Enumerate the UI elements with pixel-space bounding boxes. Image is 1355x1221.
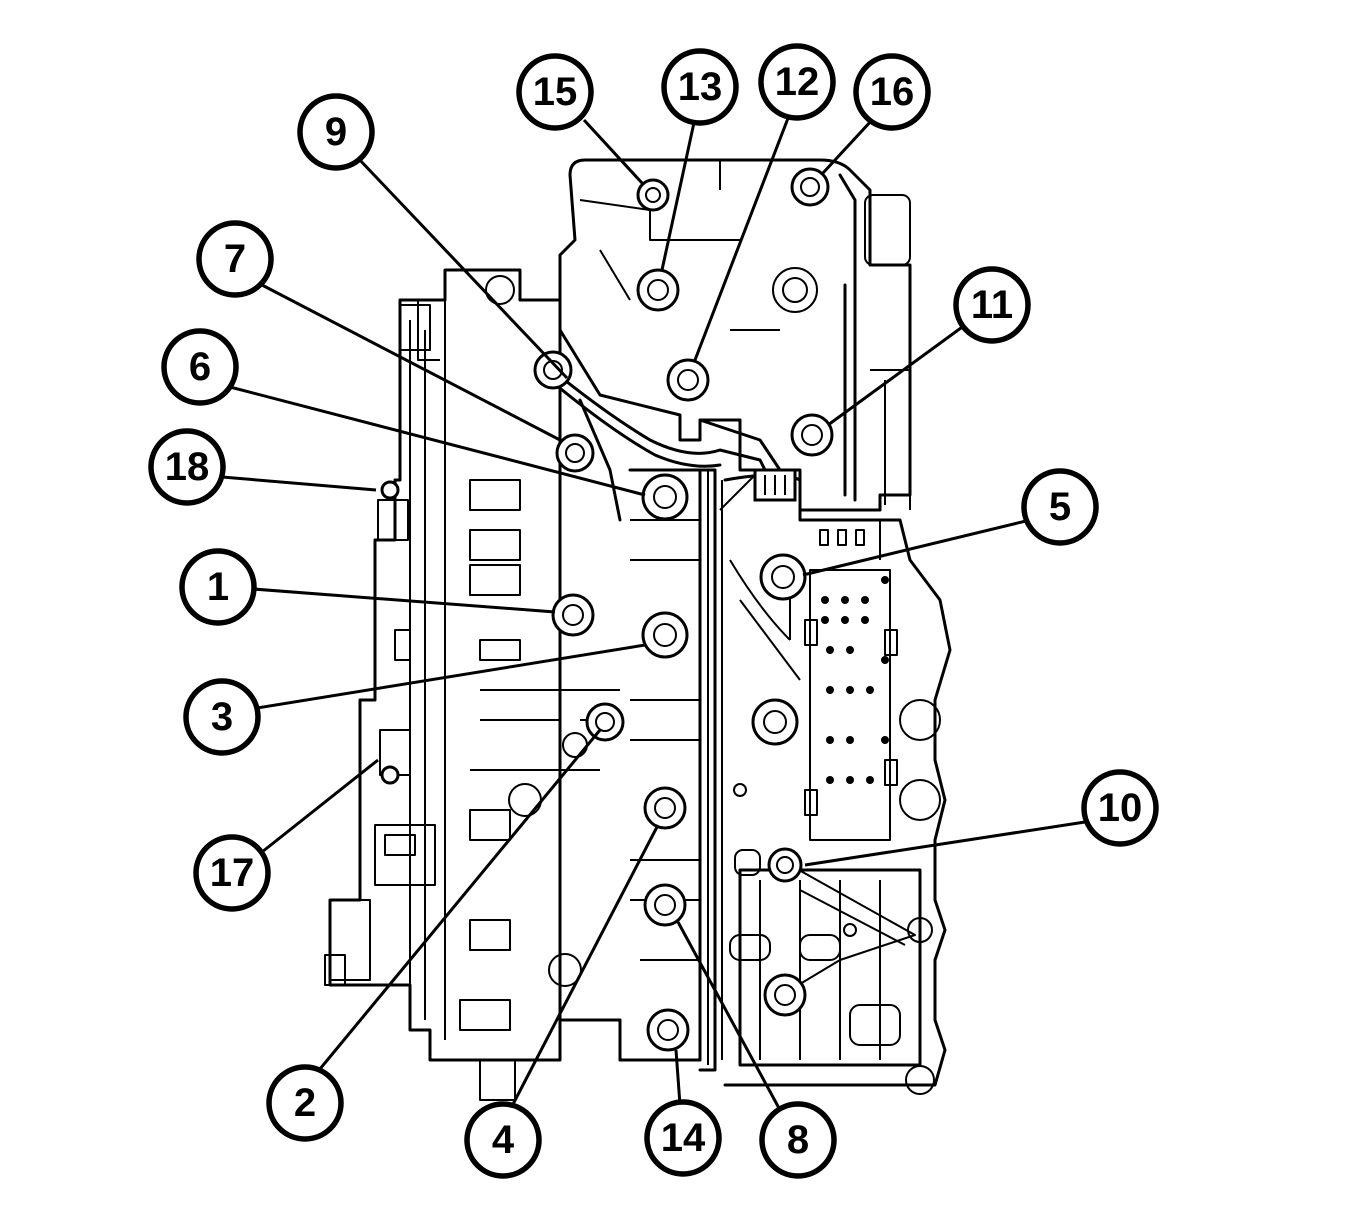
callout-13: 13 bbox=[661, 48, 739, 126]
svg-text:10: 10 bbox=[1098, 786, 1143, 830]
callout-12: 12 bbox=[758, 43, 836, 121]
callout-16: 16 bbox=[853, 53, 931, 131]
callout-8: 8 bbox=[759, 1101, 837, 1179]
leader-13 bbox=[660, 117, 697, 271]
leader-15 bbox=[582, 118, 644, 185]
callout-10: 10 bbox=[1081, 769, 1159, 847]
svg-text:15: 15 bbox=[533, 70, 578, 114]
callout-3: 3 bbox=[183, 678, 261, 756]
leader-9 bbox=[355, 155, 569, 380]
leader-4 bbox=[508, 824, 660, 1111]
svg-text:1: 1 bbox=[207, 565, 229, 609]
svg-text:17: 17 bbox=[210, 851, 255, 895]
callout-18: 18 bbox=[148, 428, 226, 506]
svg-text:16: 16 bbox=[870, 70, 915, 114]
callout-15: 15 bbox=[516, 53, 594, 131]
callout-14: 14 bbox=[644, 1099, 722, 1177]
leader-1 bbox=[239, 586, 556, 614]
callout-6: 6 bbox=[161, 328, 239, 406]
leader-11 bbox=[827, 323, 966, 427]
bolt-heads bbox=[380, 167, 834, 1052]
svg-text:18: 18 bbox=[165, 445, 210, 489]
svg-text:12: 12 bbox=[775, 60, 820, 104]
callout-1: 1 bbox=[179, 548, 257, 626]
svg-text:8: 8 bbox=[787, 1118, 809, 1162]
callout-17: 17 bbox=[193, 834, 271, 912]
callout-11: 11 bbox=[953, 266, 1031, 344]
callout-2: 2 bbox=[266, 1064, 344, 1142]
leader-12 bbox=[693, 112, 792, 361]
callout-4: 4 bbox=[464, 1101, 542, 1179]
callout-9: 9 bbox=[297, 93, 375, 171]
svg-text:4: 4 bbox=[492, 1118, 515, 1162]
svg-text:14: 14 bbox=[661, 1116, 706, 1160]
svg-text:9: 9 bbox=[325, 110, 347, 154]
leader-8 bbox=[676, 921, 782, 1111]
svg-text:3: 3 bbox=[211, 695, 233, 739]
leader-14 bbox=[674, 1049, 682, 1106]
leader-3 bbox=[244, 643, 646, 712]
leader-2 bbox=[313, 729, 602, 1076]
leader-17 bbox=[261, 758, 379, 854]
callout-7: 7 bbox=[196, 220, 274, 298]
leader-10 bbox=[804, 820, 1086, 867]
svg-text:6: 6 bbox=[189, 345, 211, 389]
svg-text:2: 2 bbox=[294, 1081, 316, 1125]
svg-text:5: 5 bbox=[1049, 485, 1071, 529]
leader-5 bbox=[802, 518, 1031, 577]
leader-lines bbox=[209, 112, 1086, 1111]
callout-5: 5 bbox=[1021, 468, 1099, 546]
leader-7 bbox=[261, 283, 561, 442]
svg-text:13: 13 bbox=[678, 65, 723, 109]
leader-6 bbox=[229, 385, 646, 497]
leader-18 bbox=[209, 474, 377, 492]
callouts: 1 2 3 4 5 6 7 8 9 10 11 12 13 14 15 16 1… bbox=[148, 43, 1159, 1179]
svg-text:7: 7 bbox=[224, 237, 246, 281]
valve-body-drawing bbox=[324, 158, 952, 1101]
leader-16 bbox=[821, 118, 874, 175]
svg-text:11: 11 bbox=[971, 283, 1013, 327]
